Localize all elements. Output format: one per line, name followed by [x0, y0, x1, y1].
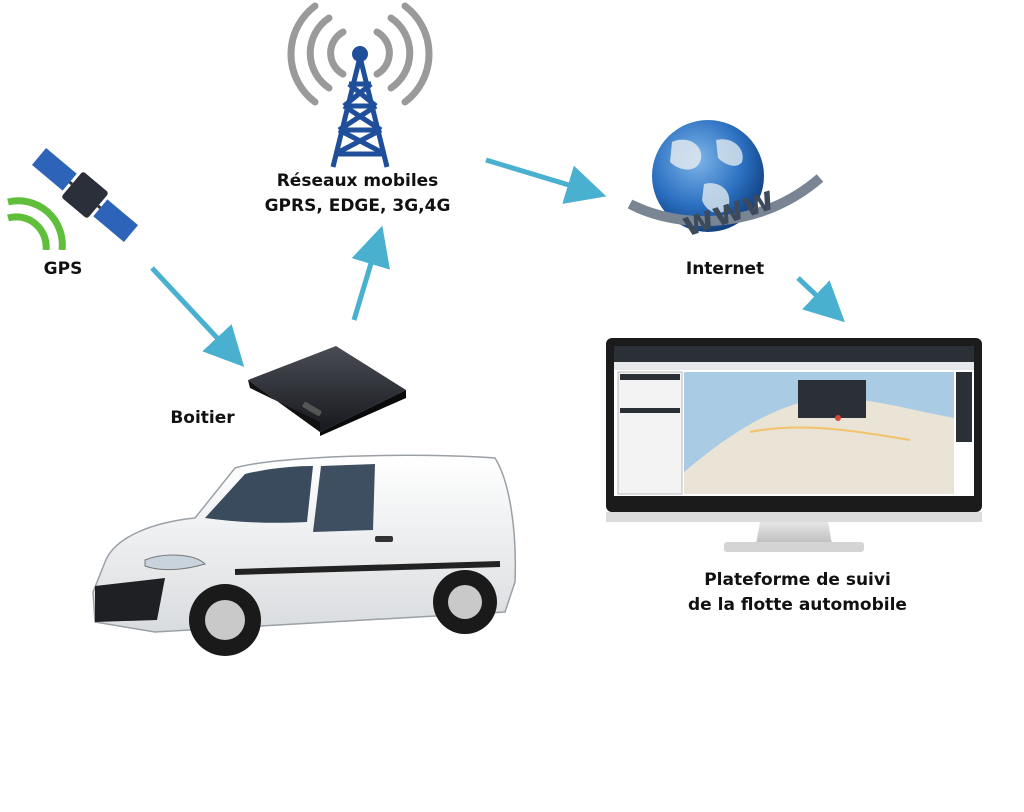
arrow-internet-to-platform: [796, 276, 845, 323]
antenna-tower-icon: [285, 2, 435, 170]
arrow-network-to-internet: [485, 157, 607, 204]
arrow-gps-to-device: [150, 266, 245, 367]
device-label: Boitier: [170, 408, 235, 428]
platform-label-line2: de la flotte automobile: [688, 595, 907, 615]
gps-tracker-box-icon: [240, 340, 410, 436]
gps-label: GPS: [43, 259, 83, 279]
network-label-line2: GPRS, EDGE, 3G,4G: [264, 196, 451, 216]
monitor-icon: [570, 322, 1010, 572]
satellite-icon: [0, 140, 140, 251]
globe-www-icon: www: [620, 118, 830, 245]
delivery-van-icon: [85, 452, 520, 667]
platform-label-line1: Plateforme de suivi: [704, 570, 891, 590]
arrow-device-to-network: [351, 225, 390, 321]
network-label-line1: Réseaux mobiles: [276, 171, 439, 191]
internet-label: Internet: [685, 259, 765, 279]
